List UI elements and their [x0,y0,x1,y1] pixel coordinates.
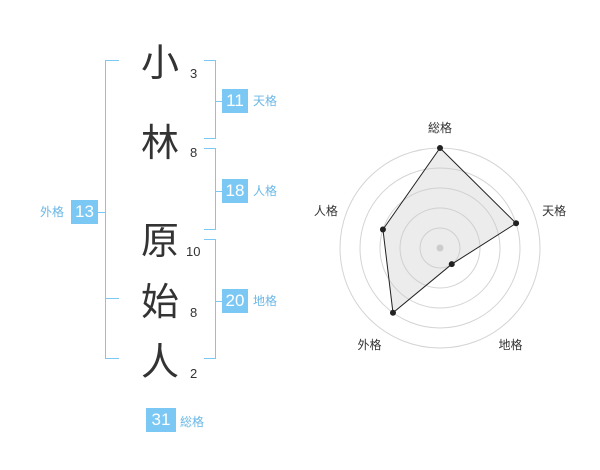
radar-axis-label-3: 地格 [499,337,523,352]
radar-axis-label-2: 天格 [542,203,566,218]
jinkaku-bracket [204,148,216,230]
soukaku-value-badge: 31 [146,408,176,432]
radar-ring [399,207,481,289]
radar-axis-label-1: 総格 [428,120,452,135]
gaikaku-label: 外格 [40,205,65,219]
name-char-3: 原 [141,219,180,263]
tenkaku-bracket [204,60,216,139]
name-char-4: 始 [141,280,180,324]
tenkaku-value-badge: 11 [222,89,248,113]
name-char-2: 林 [141,121,180,165]
gaikaku-value-badge: 13 [71,200,98,224]
radar-ring [379,187,501,309]
soukaku-label: 総格 [180,415,205,429]
radar-axis-label-5: 人格 [314,203,338,218]
radar-point-5 [379,226,386,233]
name-char-1: 小 [141,41,180,85]
radar-point-2 [513,220,520,227]
radar-ring [419,227,461,269]
tenkaku-label: 天格 [253,94,278,108]
radar-point-4 [389,309,396,316]
chikaku-bracket-stem [216,301,222,302]
radar-point-1 [437,145,443,151]
stroke-count-5: 2 [190,366,198,381]
name-char-5: 人 [141,340,180,384]
gaikaku-bracket [105,60,119,359]
stroke-count-2: 8 [190,145,198,160]
radar-series-polygon [382,147,517,314]
radar-ring [359,167,521,329]
radar-axis-label-4: 外格 [357,337,381,352]
stroke-count-4: 8 [190,305,198,320]
chikaku-bracket [204,239,216,359]
stroke-count-1: 3 [190,66,198,81]
gaikaku-bracket-mid [105,298,119,299]
jinkaku-value-badge: 18 [222,179,248,203]
chikaku-label: 地格 [253,294,278,308]
jinkaku-label: 人格 [253,184,278,198]
radar-center-dot [436,244,444,252]
stroke-count-3: 10 [186,244,201,259]
jinkaku-bracket-stem [216,191,222,192]
radar-point-3 [448,261,455,268]
tenkaku-bracket-stem [216,101,222,102]
chikaku-value-badge: 20 [222,289,248,313]
gaikaku-bracket-stem [98,212,105,213]
